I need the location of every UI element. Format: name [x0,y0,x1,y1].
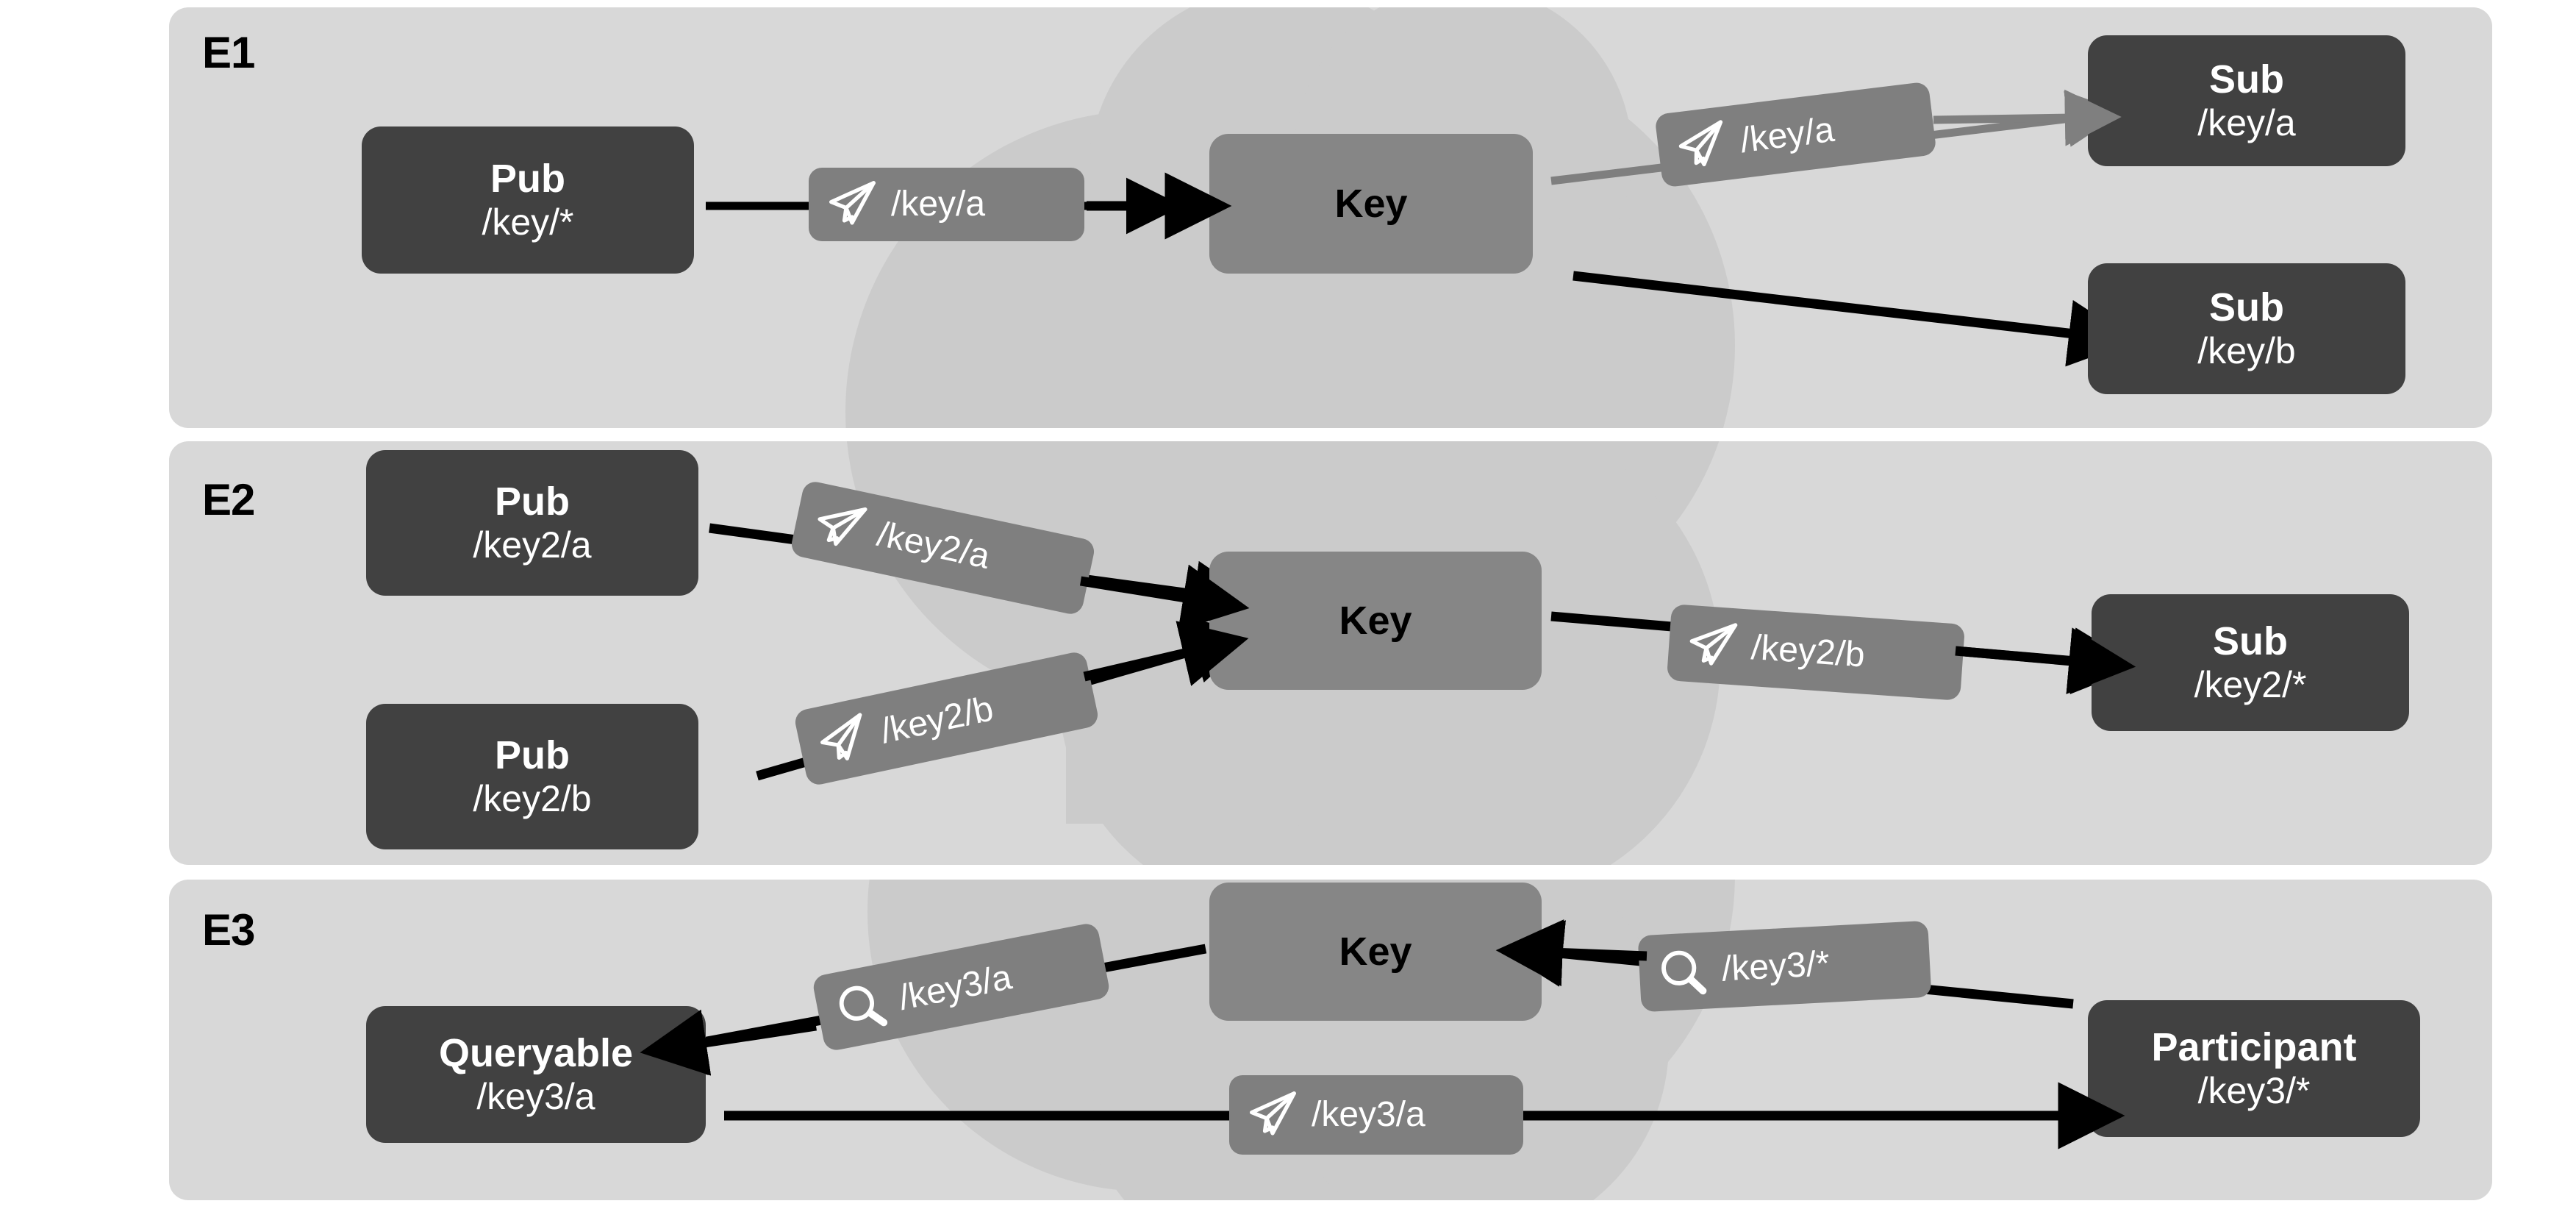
node-key: /key/a [2197,102,2296,144]
paper-plane-icon [1245,1088,1300,1142]
node-title: Sub [2213,619,2288,663]
node-title: Queryable [438,1030,634,1075]
node-title: Key [1339,930,1412,974]
node-key: /key2/* [2194,664,2307,706]
panel-label-e3: E3 [202,905,255,955]
node-title: Key [1339,599,1412,643]
paper-plane-icon [811,708,876,773]
paper-plane-icon [1672,115,1732,176]
node-pub-key-star[interactable]: Pub /key/* [362,126,694,274]
badge-label: /key3/a [1312,1095,1425,1134]
node-key-broker-2[interactable]: Key [1209,552,1542,690]
node-key: /key/* [482,202,574,243]
badge-label: /key2/a [873,514,993,577]
node-key: /key2/b [473,778,592,820]
badge-msg-key-a-in[interactable]: /key/a [809,168,1084,241]
badge-label: /key2/b [1750,627,1867,675]
magnifier-icon [829,974,893,1038]
badge-label: /key/a [891,185,986,224]
node-pub-key2-a[interactable]: Pub /key2/a [366,450,698,596]
magnifier-icon [1654,943,1711,1000]
node-title: Participant [2151,1024,2357,1069]
node-title: Pub [490,156,565,201]
badge-query-key3-star[interactable]: /key3/* [1637,920,1932,1013]
badge-label: /key/a [1738,110,1836,161]
node-title: Pub [495,732,570,777]
paper-plane-icon [825,177,879,232]
badge-reply-key3-a[interactable]: /key3/a [1229,1075,1523,1155]
paper-plane-icon [1684,616,1742,674]
badge-label: /key2/b [877,689,997,752]
node-title: Sub [2209,57,2284,101]
node-queryable-key3-a[interactable]: Queryable /key3/a [366,1006,706,1143]
panel-label-e1: E1 [202,28,255,77]
node-title: Sub [2209,285,2284,329]
node-pub-key2-b[interactable]: Pub /key2/b [366,704,698,849]
node-sub-key-a[interactable]: Sub /key/a [2088,35,2405,166]
node-key: /key3/* [2197,1070,2311,1112]
badge-label: /key3/a [895,958,1015,1018]
badge-label: /key3/* [1720,944,1831,989]
node-key-broker-1[interactable]: Key [1209,134,1533,274]
node-sub-key-b[interactable]: Sub /key/b [2088,263,2405,394]
node-key: /key2/a [473,524,592,566]
node-key: /key/b [2197,330,2296,372]
node-sub-key2-star[interactable]: Sub /key2/* [2092,594,2409,731]
panel-label-e2: E2 [202,475,255,524]
node-key-broker-3[interactable]: Key [1209,883,1542,1021]
paper-plane-icon [807,493,872,558]
node-key: /key3/a [476,1076,595,1118]
node-title: Key [1334,182,1408,226]
node-title: Pub [495,479,570,524]
node-participant-key3-star[interactable]: Participant /key3/* [2088,1000,2420,1137]
